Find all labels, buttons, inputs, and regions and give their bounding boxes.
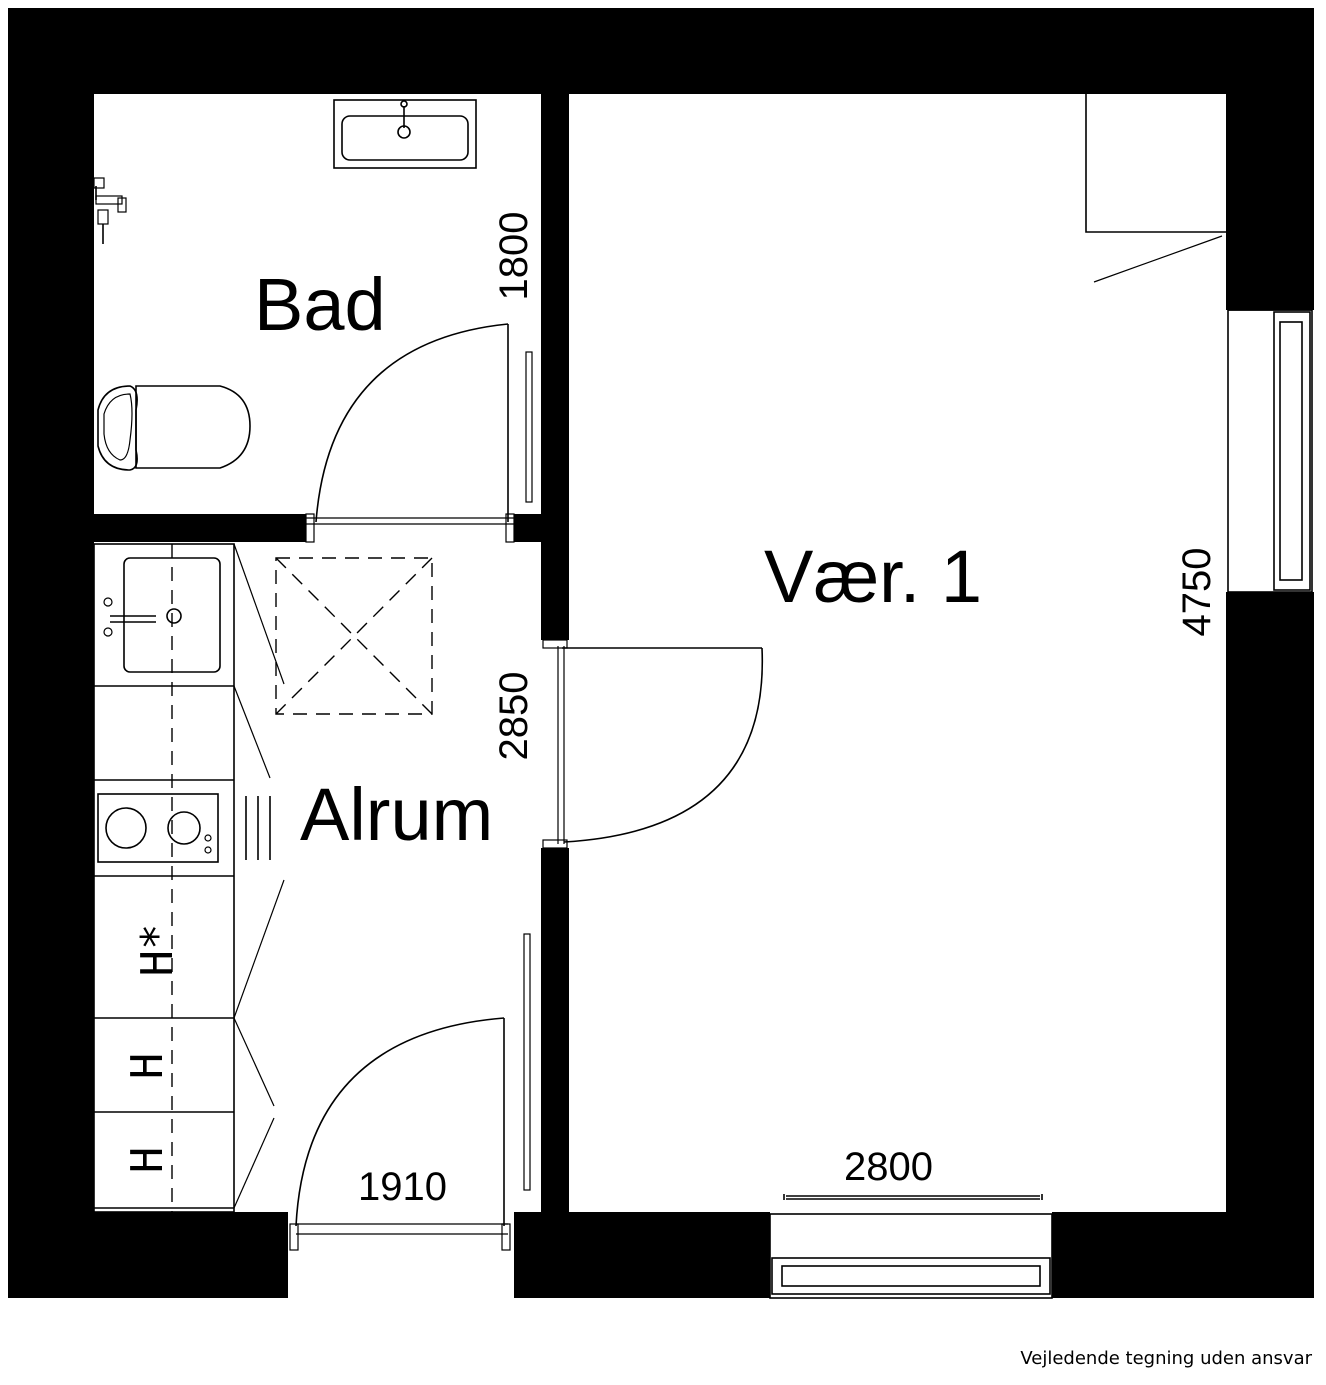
- fridge-label-a: H: [122, 1053, 173, 1080]
- cooktop: [97, 793, 271, 863]
- freezer-label: H*: [132, 924, 183, 977]
- kitchen-counter: [93, 543, 235, 1213]
- ceiling-hatch: [275, 557, 433, 715]
- room-label-vaer: Vær. 1: [764, 535, 982, 618]
- dimension-alrum-width: 1910: [358, 1165, 447, 1209]
- room-label-alrum: Alrum: [300, 773, 493, 856]
- dimension-bad: 1800: [492, 212, 536, 301]
- cabinet-door-swings: [233, 543, 285, 1209]
- bedroom-door: [542, 639, 764, 849]
- dimension-alrum: 2850: [492, 672, 536, 761]
- shower-faucet: [93, 177, 127, 244]
- wardrobe: [1085, 94, 1226, 283]
- appliance-labels: H* H H: [122, 924, 183, 1174]
- dimension-line-vaer-width: [783, 1194, 1043, 1200]
- entrance-door: [289, 933, 531, 1251]
- bathroom-door: [305, 323, 533, 543]
- exterior-walls: [8, 8, 1314, 1298]
- dimension-vaer: 4750: [1175, 548, 1219, 637]
- toilet: [97, 385, 251, 471]
- dimension-vaer-width: 2800: [844, 1145, 933, 1189]
- fridge-label-b: H: [122, 1147, 173, 1174]
- kitchen-sink: [103, 557, 221, 673]
- disclaimer-text: Vejledende tegning uden ansvar: [1020, 1348, 1312, 1369]
- window-south: [769, 1213, 1053, 1299]
- bathroom-sink: [333, 99, 477, 169]
- interior-walls: [94, 94, 569, 1212]
- room-label-bad: Bad: [254, 263, 386, 346]
- window-east: [1227, 309, 1313, 593]
